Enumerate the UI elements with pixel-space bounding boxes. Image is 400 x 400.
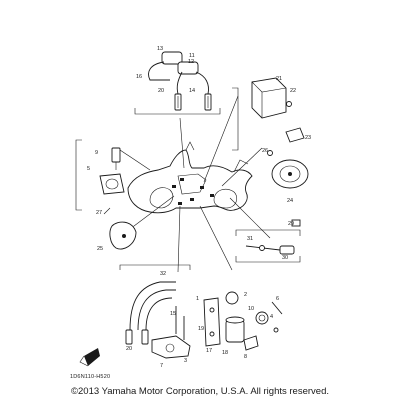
- callout-17: 17: [206, 348, 212, 354]
- leader-lines: [117, 95, 271, 273]
- callout-32: 32: [160, 271, 166, 277]
- callout-25: 25: [97, 246, 103, 252]
- callout-2: 2: [244, 292, 247, 298]
- callout-18: 18: [222, 350, 228, 356]
- callout-20: 20: [158, 88, 164, 94]
- right-sensor-group: [235, 219, 301, 263]
- callout-11: 11: [189, 53, 195, 59]
- callout-21: 21: [276, 76, 282, 82]
- callout-22: 22: [290, 88, 296, 94]
- callout-5: 5: [87, 166, 90, 172]
- left-sensor-group: [75, 139, 137, 250]
- starter-relay: [151, 335, 191, 359]
- callout-26: 26: [262, 148, 268, 154]
- callout-4: 4: [270, 314, 273, 320]
- neutral-switch-group: [203, 291, 283, 351]
- ecu-group: [232, 77, 309, 189]
- motorcycle-silhouette: [127, 141, 253, 214]
- callout-1: 1: [196, 296, 199, 302]
- o-ring: [225, 291, 239, 305]
- callout-6: 6: [276, 296, 279, 302]
- fuel-level-sensor: [99, 173, 125, 195]
- ecu-bolt: [286, 101, 292, 107]
- ignition-coil-1: [161, 51, 183, 65]
- callout-24: 24: [287, 198, 293, 204]
- ignition-coil-group: [134, 51, 221, 115]
- ecu-unit: [251, 77, 287, 119]
- callout-31: 31: [247, 236, 253, 242]
- callout-12: 12: [188, 59, 194, 65]
- callout-13: 13: [157, 46, 163, 52]
- plug-lead-2: [141, 329, 149, 345]
- callout-8: 8: [244, 354, 247, 360]
- callout-19: 19: [198, 326, 204, 332]
- front-arrow-icon: [79, 348, 100, 367]
- callout-16: 16: [136, 74, 142, 80]
- sensor-rod: [279, 245, 295, 255]
- connector: [243, 335, 259, 351]
- callout-9: 9: [95, 150, 98, 156]
- bracket: [203, 297, 221, 347]
- callout-27: 27: [96, 210, 102, 216]
- callout-14: 14: [189, 88, 195, 94]
- drawing-code: 1D6N110-H520: [70, 374, 111, 380]
- callout-30: 30: [282, 255, 288, 261]
- callout-29: 29: [288, 221, 294, 227]
- sensor-switch: [111, 147, 121, 163]
- callout-10: 10: [248, 306, 254, 312]
- ignition-coil-2: [177, 61, 199, 75]
- callout-20b: 20: [126, 346, 132, 352]
- callout-23: 23: [305, 135, 311, 141]
- callout-15: 15: [170, 311, 176, 317]
- callout-7: 7: [160, 363, 163, 369]
- starter-wire-group: [119, 264, 191, 359]
- callout-numbers: 13 11 12 16 20 14 21 22 23 26 24 9 5 27 …: [87, 46, 311, 369]
- neutral-switch: [255, 311, 269, 325]
- callout-3: 3: [184, 358, 187, 364]
- sensor-clip: [291, 219, 301, 227]
- relay: [285, 127, 305, 143]
- copyright-notice: ©2013 Yamaha Motor Corporation, U.S.A. A…: [71, 386, 329, 397]
- plug-lead-1: [125, 329, 133, 345]
